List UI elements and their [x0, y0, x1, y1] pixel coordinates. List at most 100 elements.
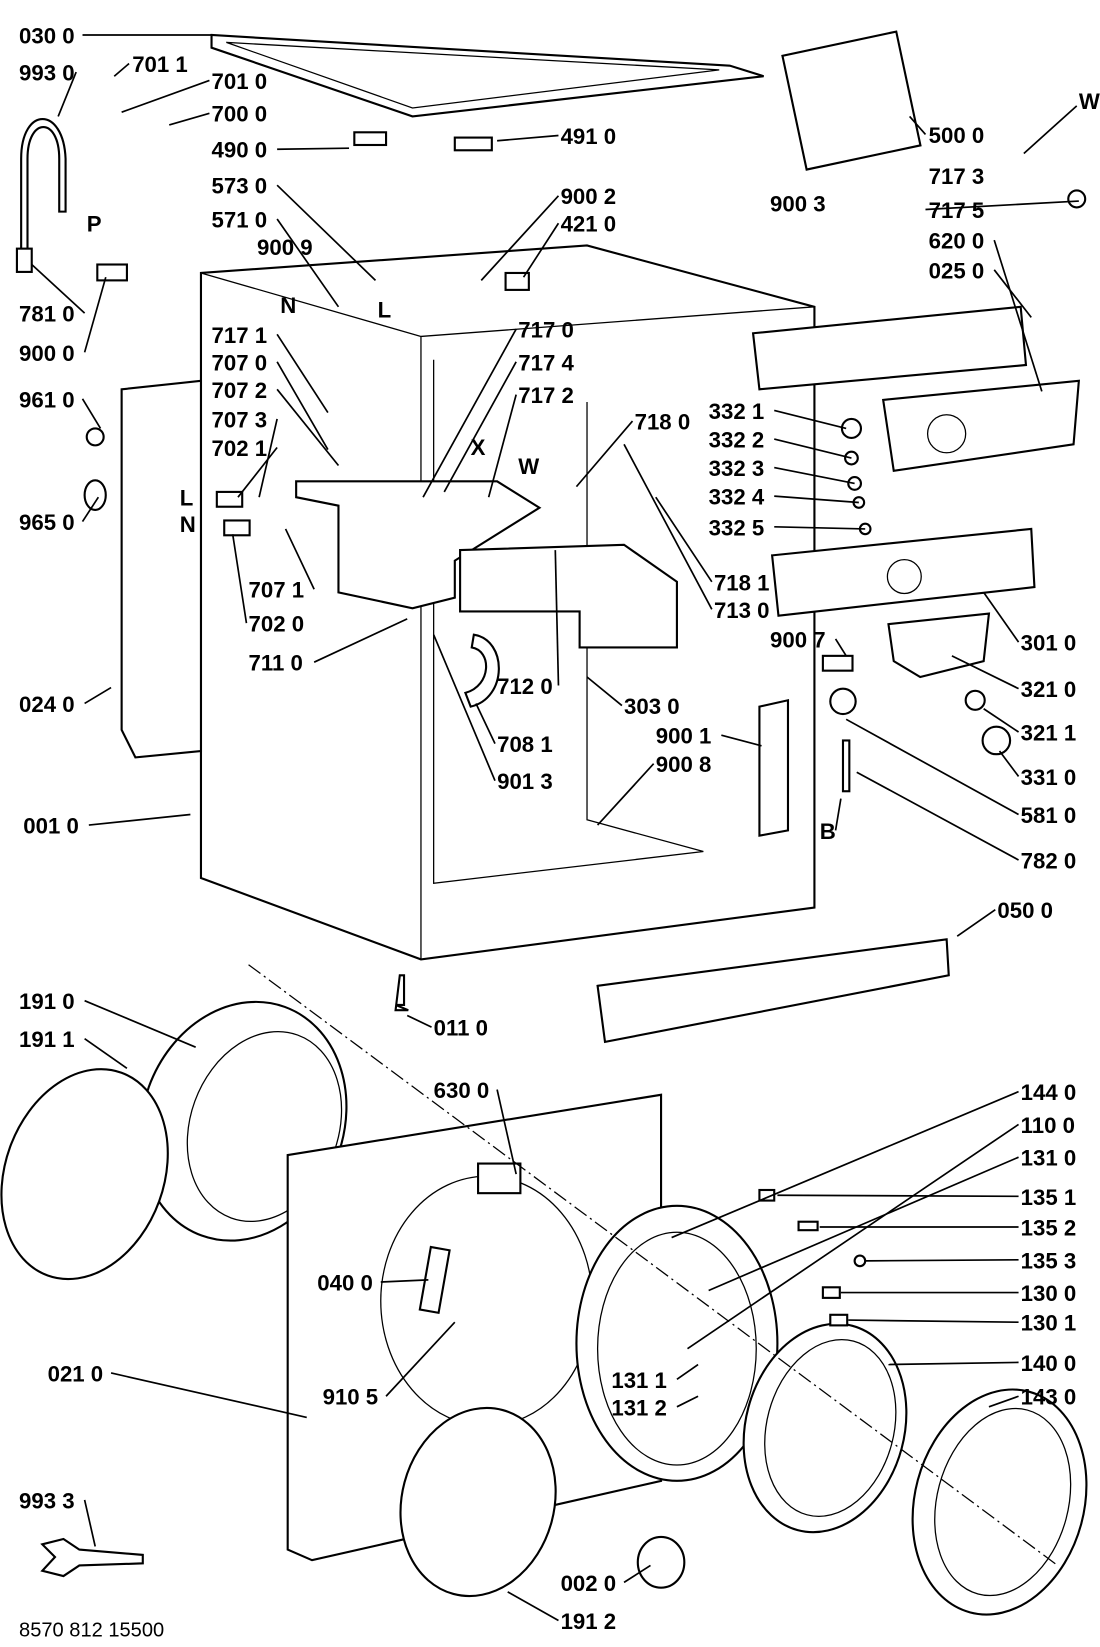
leader-line [845, 718, 1019, 816]
dispenser-hose [463, 633, 500, 708]
part-label: 421 0 [561, 212, 617, 237]
leader-line [168, 112, 210, 126]
control-module [881, 379, 1081, 472]
inlet-hose [20, 118, 67, 255]
leader-line [575, 420, 634, 488]
part-label: 701 0 [212, 69, 268, 94]
leader-line [487, 394, 517, 498]
leader-line [596, 763, 655, 826]
knob-set [840, 189, 1087, 536]
leader-line [925, 200, 1079, 211]
part-label: 301 0 [1021, 631, 1077, 656]
part-label: 140 0 [1021, 1351, 1077, 1376]
door-frame-inner [575, 1204, 779, 1482]
part-label: 701 1 [132, 52, 188, 77]
leader-line [834, 638, 847, 657]
part-label: 332 3 [709, 456, 765, 481]
control-board [781, 30, 922, 171]
door-seal-clamp [0, 1068, 169, 1281]
leader-line [687, 1123, 1020, 1350]
rear-panel [120, 379, 203, 759]
part-label: X [471, 435, 486, 460]
part-label: 702 1 [212, 436, 268, 461]
part-label: 900 0 [19, 341, 75, 366]
leader-line [623, 443, 713, 610]
leader-line [480, 195, 560, 281]
part-label: L [180, 486, 194, 511]
part-label: 030 0 [19, 23, 75, 48]
part-label: 131 1 [611, 1368, 667, 1393]
part-label: 581 0 [1021, 803, 1077, 828]
part-label: 110 0 [1021, 1113, 1075, 1138]
leader-line [865, 1258, 1019, 1262]
leader-line [84, 999, 197, 1048]
part-label: 900 9 [257, 235, 313, 260]
leader-line [276, 333, 329, 414]
leader-line [81, 496, 100, 522]
leader-line [951, 655, 1019, 690]
leader-line [380, 1279, 429, 1283]
leader-line [83, 1499, 97, 1547]
leader-line [721, 734, 762, 747]
part-label: 707 2 [212, 378, 268, 403]
part-label: 712 0 [497, 674, 553, 699]
part-label: B [820, 819, 836, 844]
part-label: 571 0 [212, 207, 268, 232]
leader-line [988, 1395, 1019, 1408]
leader-line [848, 1319, 1019, 1324]
leader-line [856, 771, 1019, 861]
part-label: 900 2 [561, 184, 617, 209]
leader-line [774, 409, 847, 430]
part-label: 717 4 [518, 350, 574, 375]
leader-line [313, 618, 408, 663]
part-label: 717 5 [929, 198, 985, 223]
leader-line [554, 550, 560, 686]
part-label: 191 0 [19, 989, 75, 1014]
part-label: 901 3 [497, 769, 553, 794]
leader-line [31, 263, 86, 314]
leader-line [623, 1564, 651, 1584]
part-label: 965 0 [19, 510, 75, 535]
leader-line [432, 634, 496, 781]
leader-line [586, 676, 623, 707]
part-label: 332 5 [709, 515, 765, 540]
leader-line [475, 703, 496, 745]
control-panel-pcb [751, 305, 1028, 391]
leader-line [113, 62, 130, 77]
leader-line [88, 813, 191, 826]
part-label: 131 2 [611, 1395, 667, 1420]
leader-line [284, 528, 315, 590]
part-label: 910 5 [323, 1385, 379, 1410]
filter-cap [636, 1535, 686, 1589]
leader-line [908, 115, 927, 135]
part-label: 900 1 [656, 724, 712, 749]
drawing-number: 8570 812 15500 [19, 1619, 164, 1641]
part-label: 718 1 [714, 570, 770, 595]
part-label: 900 8 [656, 752, 712, 777]
part-label: 961 0 [19, 387, 75, 412]
leader-line [774, 466, 855, 485]
leader-line [276, 218, 340, 308]
leader-line [834, 798, 842, 831]
part-label: 718 0 [635, 410, 691, 435]
leader-line [83, 276, 107, 353]
leader-line [81, 398, 102, 429]
part-label: 717 0 [518, 317, 574, 342]
leader-line [496, 1089, 517, 1175]
kick-plate [596, 938, 950, 1044]
leader-line [982, 591, 1020, 643]
leader-line [443, 361, 517, 493]
leader-line [507, 1591, 559, 1622]
leader-line [276, 184, 377, 281]
dispenser-housing [295, 480, 542, 610]
foot [394, 974, 409, 1012]
part-label: 781 0 [19, 302, 75, 327]
leader-line [774, 495, 859, 504]
leader-line [888, 1361, 1019, 1366]
part-label: 321 1 [1021, 720, 1077, 745]
part-label: 040 0 [317, 1270, 373, 1295]
part-label: 332 2 [709, 427, 765, 452]
part-label: 135 2 [1021, 1215, 1077, 1240]
part-label: 135 3 [1021, 1248, 1077, 1273]
leader-line [1023, 105, 1078, 155]
